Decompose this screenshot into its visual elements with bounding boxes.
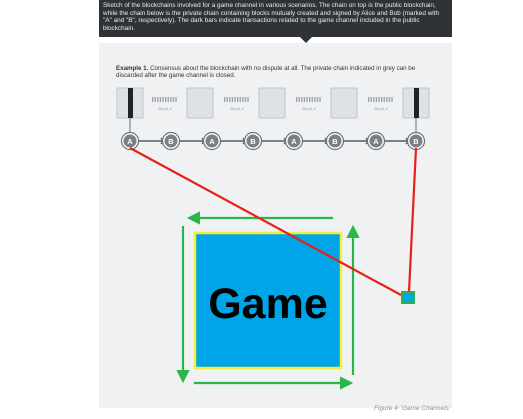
game-label: Game (208, 280, 328, 328)
block-number-stub: Block # (224, 97, 249, 111)
block-number-label: Block # (374, 106, 388, 111)
block-number-label: Block # (158, 106, 172, 111)
pointer-line-right (407, 147, 418, 293)
tooltip-pointer (300, 37, 312, 43)
private-node: A (120, 131, 140, 151)
private-node-label: B (413, 137, 419, 146)
private-node: B (325, 131, 345, 151)
position-marker (401, 291, 415, 304)
block-number-label: Block # (302, 106, 316, 111)
private-node-label: B (332, 137, 338, 146)
pointer-line-left (129, 147, 402, 296)
game-box (193, 231, 343, 370)
private-node: A (366, 131, 386, 151)
public-block (330, 87, 358, 119)
block-number-stub: Block # (296, 97, 321, 111)
public-block (116, 87, 144, 119)
example-label: Example 1. (116, 65, 149, 72)
private-node-label: A (291, 137, 297, 146)
private-node: B (243, 131, 263, 151)
private-node-label: A (209, 137, 215, 146)
private-node: A (284, 131, 304, 151)
private-node-label: A (373, 137, 379, 146)
private-node-label: B (250, 137, 256, 146)
public-block (402, 87, 430, 119)
public-chain: Block # Block # Block # Block # (116, 87, 430, 133)
example-description: Example 1. Consensus about the blockchai… (116, 65, 436, 80)
block-number-stub: Block # (368, 97, 393, 111)
example-text: Consensus about the blockchain with no d… (116, 65, 416, 80)
private-node: B (406, 131, 426, 151)
private-node-label: B (168, 137, 174, 146)
private-node-label: A (127, 137, 133, 146)
public-block (258, 87, 286, 119)
private-node: B (161, 131, 181, 151)
block-number-stub: Block # (152, 97, 177, 111)
tooltip-text: Sketch of the blockchains involved for a… (103, 2, 440, 32)
private-node: A (202, 131, 222, 151)
tooltip: Sketch of the blockchains involved for a… (99, 0, 452, 37)
public-block (186, 87, 214, 119)
figure-caption: Figure 4 ´Game Channels´ (374, 405, 451, 412)
block-number-label: Block # (230, 106, 244, 111)
